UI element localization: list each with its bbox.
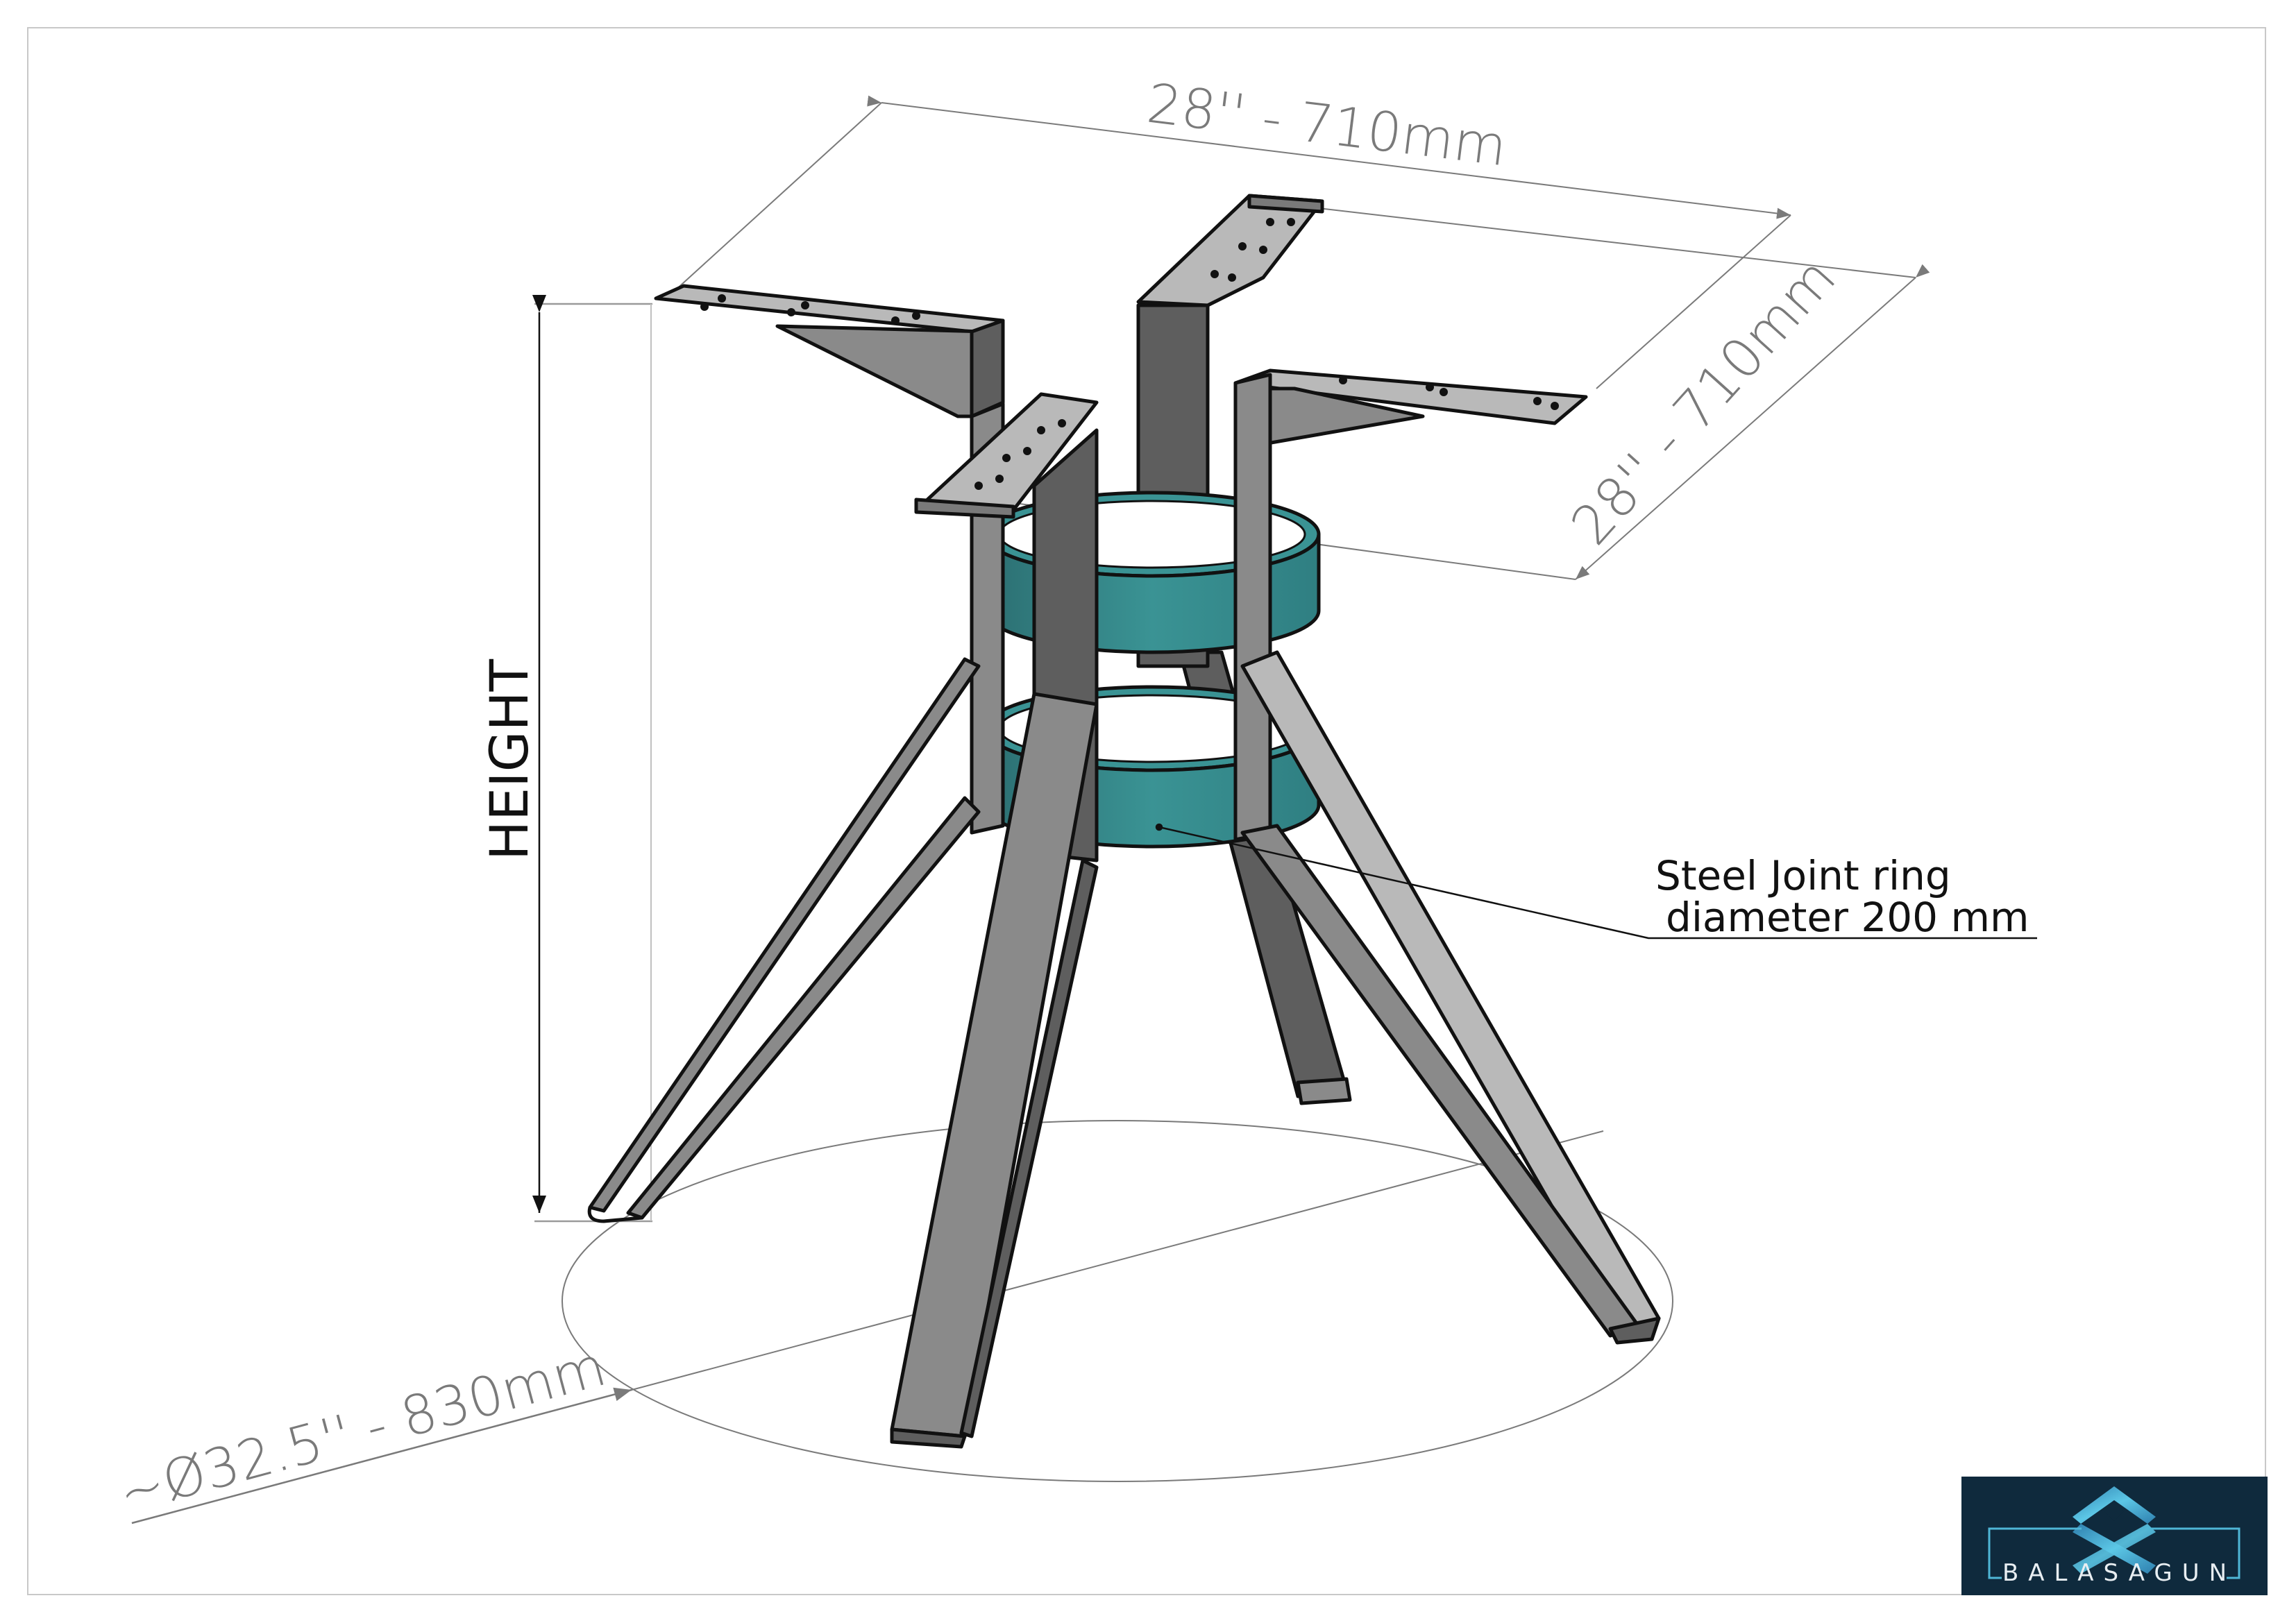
balasagun-logo: BALASAGUN bbox=[1961, 1477, 2268, 1595]
drawing-frame bbox=[27, 27, 2266, 1595]
top-width-dimension-label: 28'' - 710mm bbox=[1144, 73, 1510, 179]
logo-mark-icon bbox=[1988, 1486, 2240, 1579]
callout-line-2: diameter 200 mm bbox=[1666, 894, 2029, 941]
callout-line-1: Steel Joint ring bbox=[1655, 852, 1951, 899]
footprint-ellipse bbox=[131, 1120, 1673, 1524]
left-back-bracket bbox=[654, 284, 1005, 418]
footprint-diameter-label: ~Ø32.5'' - 830mm bbox=[112, 1336, 613, 1526]
front-left-bracket bbox=[914, 392, 1099, 519]
left-leg bbox=[587, 657, 981, 1223]
callout-leader bbox=[1155, 823, 2037, 940]
height-dimension bbox=[532, 295, 652, 1223]
height-label: HEIGHT bbox=[478, 658, 540, 860]
right-bracket bbox=[1233, 368, 1588, 446]
front-leg bbox=[890, 692, 1099, 1449]
logo-wordmark: BALASAGUN bbox=[2002, 1559, 2237, 1587]
right-leg bbox=[1240, 650, 1661, 1345]
